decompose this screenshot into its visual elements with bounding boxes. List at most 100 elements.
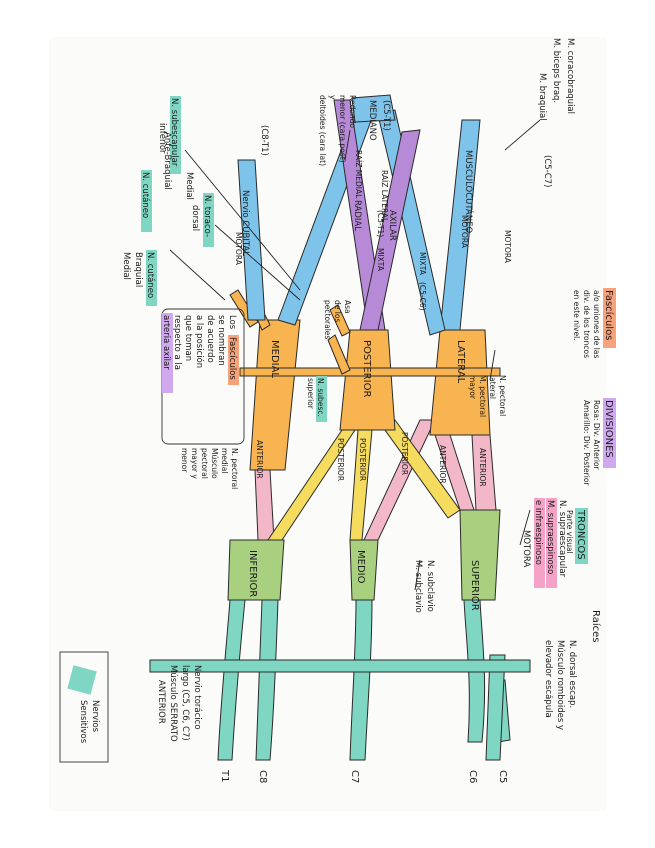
toracico-largo-1: Nervio torácico xyxy=(192,665,202,730)
root-c6-label: C6 xyxy=(467,770,478,783)
root-c5-label: C5 xyxy=(497,770,508,783)
subesc-inf-hl xyxy=(170,96,181,174)
mediano-roots-label: (C5-T1) xyxy=(381,100,391,131)
cut-braq-2: Braquial xyxy=(133,252,143,287)
naming-line-4: que toman xyxy=(183,315,193,361)
pectoral-med-2: medial xyxy=(220,448,229,473)
cubital-motora-label: MOTORA xyxy=(234,232,243,266)
pointer-supra xyxy=(519,509,531,546)
root-c5-lower xyxy=(485,654,506,761)
legend-label-2: Sensitivos xyxy=(78,700,88,744)
braquial-label: M. braquial xyxy=(537,73,547,121)
naming-line-2: de acuerdo xyxy=(205,315,215,363)
divisions-group xyxy=(254,419,497,541)
subesc-sup-2: superior xyxy=(306,378,315,410)
subesc-sup-1: N. subesc. xyxy=(316,378,325,417)
div-posterior-label-2: POSTERIOR xyxy=(358,438,367,481)
divisions-header: DIVISIONES xyxy=(603,400,614,458)
trunk-inferior-label: INFERIOR xyxy=(247,550,258,597)
cord-medial xyxy=(249,319,301,471)
trunk-medio-label: MEDIO xyxy=(355,550,366,584)
cut-braq-hl xyxy=(146,250,157,306)
roots-group xyxy=(149,599,531,761)
pectoral-lat-3: M. pectoral xyxy=(478,375,487,417)
root-c8 xyxy=(255,599,279,761)
cords-group xyxy=(229,289,501,471)
naming-line-6: arteria axilar xyxy=(161,315,171,370)
axilar-muscle-1: Redondo xyxy=(348,95,357,128)
trunk-superior-label: SUPERIOR xyxy=(469,560,480,611)
div-anterior-label-1: ANTERIOR xyxy=(478,448,487,487)
cord-arc xyxy=(239,367,501,377)
subesc-inf-1: N. subescapular xyxy=(169,98,179,167)
cords-header: Fascículos xyxy=(603,290,615,340)
cords-note-2: div. de los troncos xyxy=(582,290,591,358)
asa-2: de los xyxy=(333,300,342,322)
musc-motora-label: MOTORA xyxy=(503,230,512,264)
terminal-nerves xyxy=(237,94,481,336)
trunks-header-note: Parte visual xyxy=(565,510,574,554)
nerve-musculocutaneo xyxy=(439,119,481,331)
cords-note-1: a/o uniones de las xyxy=(592,290,601,358)
dorsal-escap-1: N. dorsal escap. xyxy=(567,640,577,708)
pointer-toracodorsal xyxy=(214,224,301,301)
subclavio-1: N. subclavio xyxy=(425,560,435,612)
divisions-note-rosa: Rosa: Div. Anterior xyxy=(592,400,601,471)
asa-3: pectorales xyxy=(323,300,332,339)
legend: Nervios Sensitivos xyxy=(59,651,109,763)
cubital-roots-label: (C8-T1) xyxy=(259,125,269,156)
toracico-largo-3: Músculo SERRATO xyxy=(168,665,178,742)
branch-posterior-stub-2 xyxy=(327,334,351,375)
asa-1: Asa xyxy=(343,300,352,314)
pointer-axilar xyxy=(344,129,351,161)
supraescapular-hl xyxy=(546,498,557,588)
naming-line-3: a la posición xyxy=(194,315,205,368)
pectoral-med-6: menor xyxy=(180,448,189,473)
div-anterior-label-3: ANTERIOR xyxy=(255,440,264,479)
supraescapular-hl-2 xyxy=(534,498,545,588)
naming-line-1: se nombran xyxy=(216,315,226,366)
naming-prefix: Los xyxy=(227,315,237,330)
root-t1-label: T1 xyxy=(219,769,230,782)
pectoral-lat-2: lateral xyxy=(488,375,497,399)
cut-braq-3: Medial xyxy=(121,252,131,280)
div-anterior-label-2: ANTERIOR xyxy=(438,445,447,484)
musculocutaneo-label: MUSCULOCUTÁNEO xyxy=(463,150,475,233)
biceps-label: M. biceps braq. xyxy=(551,38,561,103)
axilar-roots-label: (C5-C6) xyxy=(418,282,427,311)
pectoral-lat-1: N. pectoral xyxy=(498,375,507,416)
supraescapular-1: N. supraescapular xyxy=(557,500,567,578)
naming-line-5: respecto a la xyxy=(172,315,182,370)
div-posterior-label-3: POSTERIOR xyxy=(336,438,345,481)
cut-ant-3: Medial xyxy=(184,172,194,200)
legend-swatch xyxy=(67,665,97,695)
div-posterior-label-1: POSTERIOR xyxy=(400,432,409,475)
cord-medial-label: MEDIAL xyxy=(269,340,280,378)
subclavio-2: M. subclavio xyxy=(413,560,423,613)
pointer-subclavio xyxy=(414,559,421,591)
radial-label: RADIAL xyxy=(352,200,362,231)
naming-label: Fascículos xyxy=(227,337,237,380)
paper-sheet xyxy=(50,38,605,810)
pectoral-med-3: Músculo xyxy=(210,448,219,479)
branch-posterior-stub xyxy=(329,304,351,337)
root-c7 xyxy=(349,599,373,761)
pointer-musc xyxy=(504,119,541,151)
axilar-muscle-3: y xyxy=(328,95,337,100)
toracodorsal-2: dorsal xyxy=(190,205,200,231)
cut-ant-2: Ante-Braquial xyxy=(162,132,172,190)
div-anterior-inferior xyxy=(254,469,275,541)
pointer-pectoral-lat xyxy=(489,349,496,381)
long-thoracic-branch xyxy=(149,659,531,673)
pectoral-med-1: N. pectoral xyxy=(230,448,239,489)
toracico-largo-4: ANTERIOR xyxy=(156,680,166,724)
trunks-header-hl xyxy=(575,508,588,564)
cut-ant-1: N. cutáneo xyxy=(140,172,150,218)
pectoral-lat-4: mayor xyxy=(468,375,477,400)
pointer-subesc-inf xyxy=(184,149,301,291)
dorsal-escap-2: Músculo romboides y xyxy=(555,640,565,730)
pointer-lines xyxy=(169,119,541,591)
axilar-muscle-4: deltoides (cara lat) xyxy=(318,95,327,166)
